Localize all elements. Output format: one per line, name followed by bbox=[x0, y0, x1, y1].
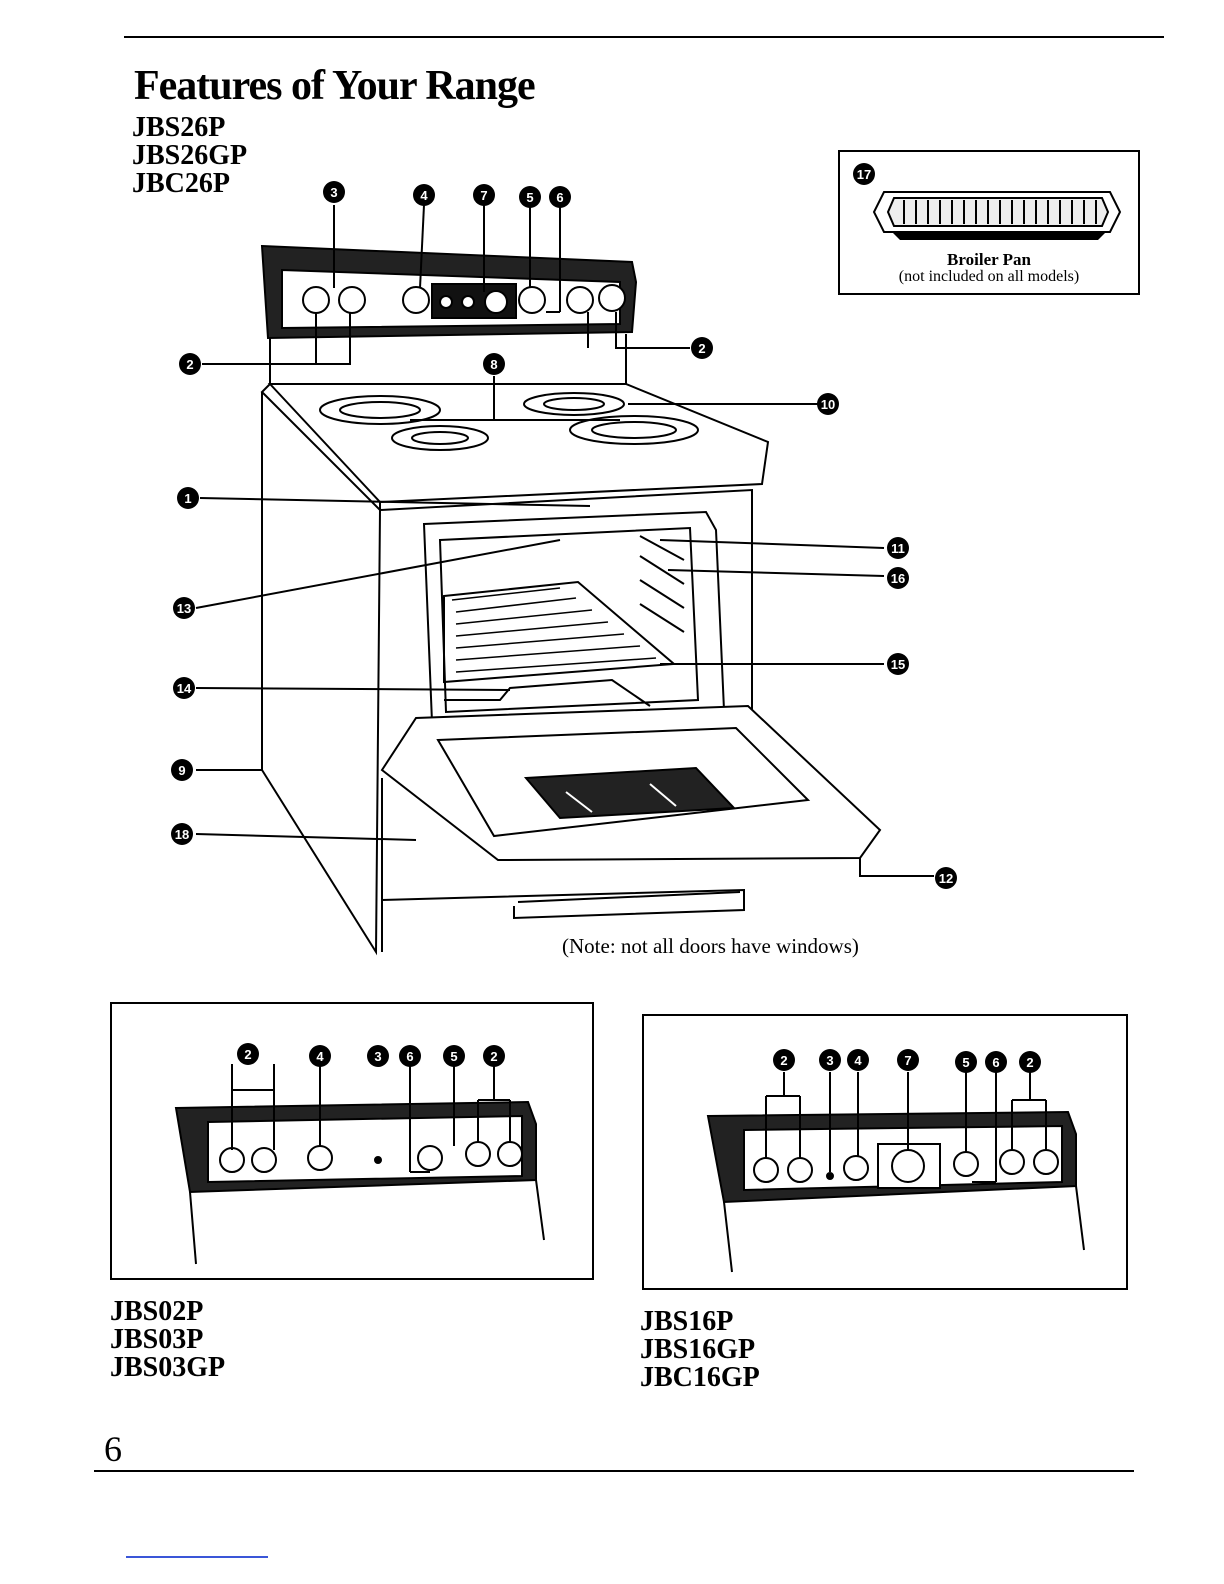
callout-marker: 3 bbox=[367, 1045, 389, 1067]
control-panel-left-illustration: 2 4 3 6 5 2 bbox=[112, 1004, 592, 1278]
svg-text:2: 2 bbox=[244, 1047, 251, 1062]
callout-marker: 1 bbox=[177, 487, 199, 509]
svg-text:13: 13 bbox=[177, 601, 191, 616]
callout-marker: 2 bbox=[773, 1049, 795, 1071]
model-name: JBS02P bbox=[110, 1298, 225, 1326]
callout-marker: 10 bbox=[817, 393, 839, 415]
svg-text:8: 8 bbox=[490, 357, 497, 372]
scan-artifact-line bbox=[126, 1556, 268, 1558]
svg-text:1: 1 bbox=[184, 491, 191, 506]
svg-text:2: 2 bbox=[186, 357, 193, 372]
svg-text:15: 15 bbox=[891, 657, 905, 672]
callout-marker: 12 bbox=[935, 867, 957, 889]
svg-text:5: 5 bbox=[526, 190, 533, 205]
svg-text:18: 18 bbox=[175, 827, 189, 842]
svg-text:11: 11 bbox=[891, 541, 905, 556]
svg-text:6: 6 bbox=[992, 1055, 999, 1070]
callout-marker: 8 bbox=[483, 353, 505, 375]
callout-marker: 16 bbox=[887, 567, 909, 589]
callout-marker: 5 bbox=[955, 1051, 977, 1073]
callout-marker: 9 bbox=[171, 759, 193, 781]
svg-text:16: 16 bbox=[891, 571, 905, 586]
model-name: JBS26GP bbox=[132, 142, 247, 170]
control-panel-right-illustration: 2 3 4 7 5 6 2 bbox=[644, 1016, 1126, 1288]
callout-marker: 18 bbox=[171, 823, 193, 845]
svg-text:5: 5 bbox=[962, 1055, 969, 1070]
top-rule bbox=[124, 36, 1164, 38]
model-name: JBS03GP bbox=[110, 1354, 225, 1382]
callout-marker: 4 bbox=[413, 184, 435, 206]
callout-marker: 5 bbox=[519, 186, 541, 208]
callout-marker: 2 bbox=[483, 1045, 505, 1067]
svg-text:4: 4 bbox=[316, 1049, 324, 1064]
callout-marker: 2 bbox=[237, 1043, 259, 1065]
svg-text:4: 4 bbox=[854, 1053, 862, 1068]
svg-text:6: 6 bbox=[406, 1049, 413, 1064]
svg-text:4: 4 bbox=[420, 188, 428, 203]
svg-text:3: 3 bbox=[374, 1049, 381, 1064]
callout-marker: 4 bbox=[847, 1049, 869, 1071]
svg-text:3: 3 bbox=[330, 185, 337, 200]
callout-marker: 15 bbox=[887, 653, 909, 675]
bottom-rule bbox=[94, 1470, 1134, 1472]
control-panel-left: 2 4 3 6 5 2 bbox=[110, 1002, 594, 1280]
left-panel-callouts: 2 4 3 6 5 2 bbox=[237, 1043, 505, 1067]
model-name: JBS16GP bbox=[640, 1336, 760, 1364]
control-panel-right: 2 3 4 7 5 6 2 bbox=[642, 1014, 1128, 1290]
svg-text:10: 10 bbox=[821, 397, 835, 412]
page-title: Features of Your Range bbox=[134, 62, 535, 110]
callout-marker: 6 bbox=[985, 1051, 1007, 1073]
right-panel-model-list: JBS16P JBS16GP JBC16GP bbox=[640, 1308, 760, 1392]
model-name: JBS16P bbox=[640, 1308, 760, 1336]
svg-text:12: 12 bbox=[939, 871, 953, 886]
range-illustration: 3 4 7 5 6 2 2 8 10 1 11 16 13 15 14 9 18… bbox=[0, 170, 1224, 970]
svg-text:7: 7 bbox=[480, 188, 487, 203]
callout-marker: 6 bbox=[399, 1045, 421, 1067]
svg-text:7: 7 bbox=[904, 1053, 911, 1068]
right-panel-callouts: 2 3 4 7 5 6 2 bbox=[773, 1049, 1041, 1073]
callout-marker: 6 bbox=[549, 186, 571, 208]
svg-text:6: 6 bbox=[556, 190, 563, 205]
callout-marker: 7 bbox=[473, 184, 495, 206]
top-callouts: 3 4 7 5 6 bbox=[323, 181, 571, 208]
callout-marker: 5 bbox=[443, 1045, 465, 1067]
svg-text:2: 2 bbox=[780, 1053, 787, 1068]
svg-text:2: 2 bbox=[698, 341, 705, 356]
svg-text:2: 2 bbox=[490, 1049, 497, 1064]
callout-marker: 2 bbox=[1019, 1051, 1041, 1073]
callout-marker: 11 bbox=[887, 537, 909, 559]
callout-marker: 4 bbox=[309, 1045, 331, 1067]
callout-marker: 2 bbox=[179, 353, 201, 375]
door-window-note: (Note: not all doors have windows) bbox=[562, 934, 859, 959]
callout-marker: 13 bbox=[173, 597, 195, 619]
callout-marker: 2 bbox=[691, 337, 713, 359]
svg-text:2: 2 bbox=[1026, 1055, 1033, 1070]
callout-marker: 3 bbox=[323, 181, 345, 203]
left-panel-model-list: JBS02P JBS03P JBS03GP bbox=[110, 1298, 225, 1382]
svg-text:9: 9 bbox=[178, 763, 185, 778]
callout-marker: 7 bbox=[897, 1049, 919, 1071]
model-name: JBS26P bbox=[132, 114, 247, 142]
svg-text:5: 5 bbox=[450, 1049, 457, 1064]
page-number: 6 bbox=[104, 1428, 122, 1470]
model-name: JBC16GP bbox=[640, 1364, 760, 1392]
svg-text:14: 14 bbox=[177, 681, 192, 696]
svg-text:3: 3 bbox=[826, 1053, 833, 1068]
model-name: JBS03P bbox=[110, 1326, 225, 1354]
callout-marker: 14 bbox=[173, 677, 195, 699]
callout-marker: 3 bbox=[819, 1049, 841, 1071]
